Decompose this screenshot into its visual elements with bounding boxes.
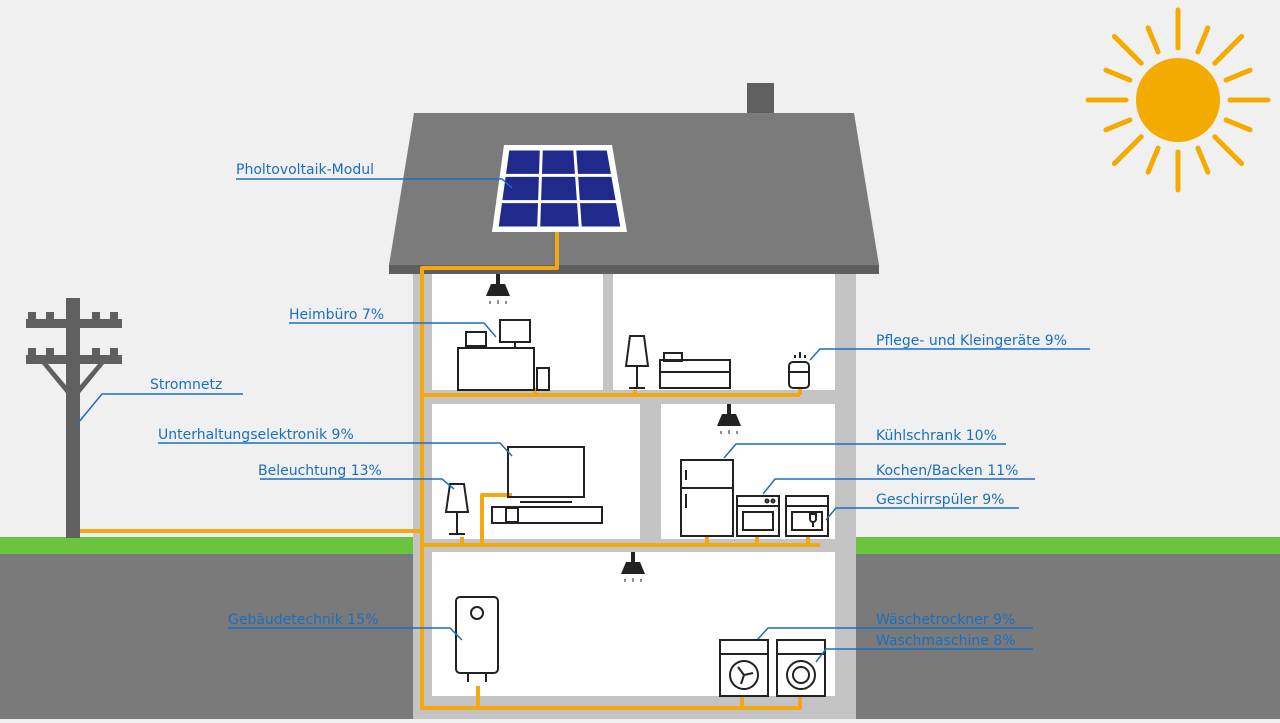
- sun-ray: [1195, 25, 1211, 55]
- room-office: [432, 274, 603, 390]
- pv-cell: [541, 150, 575, 174]
- humidifier-icon: [788, 352, 810, 389]
- sun-ray: [1223, 117, 1253, 133]
- label-cooking: Kochen/Backen 11%: [876, 463, 1018, 479]
- oven-icon: [736, 495, 780, 537]
- labels: Pholtovoltaik-Modul Heimbüro 7% Stromnet…: [150, 162, 1067, 649]
- tv-icon: [491, 446, 603, 524]
- wiring: [80, 232, 820, 710]
- roof-eave: [389, 265, 879, 274]
- ceiling-lamp-icon: [621, 552, 645, 582]
- pv-cell: [498, 203, 539, 227]
- sun-icon: [1085, 7, 1271, 193]
- label-lighting: Beleuchtung 13%: [258, 463, 382, 479]
- sun-ray: [1195, 145, 1211, 175]
- pv-cell: [576, 150, 611, 174]
- dishwasher-icon: [785, 495, 829, 537]
- power-pole-icon: [26, 298, 122, 538]
- table-lamp-icon: [444, 483, 470, 535]
- ceiling-lamp-icon: [717, 404, 741, 434]
- room-living: [432, 404, 640, 539]
- label-washer: Waschmaschine 8%: [876, 633, 1016, 649]
- callout-lines: [77, 178, 1090, 663]
- room-kitchen: [661, 404, 835, 539]
- sun-ray: [1103, 67, 1133, 83]
- solar-panel-icon: [492, 145, 627, 232]
- fridge-icon: [680, 459, 734, 537]
- washing-machine-icon: [776, 639, 826, 697]
- sun-ray: [1223, 67, 1253, 83]
- pv-cell: [580, 203, 621, 227]
- sun-ray: [1212, 33, 1245, 66]
- desk-computer-icon: [457, 319, 550, 391]
- ceiling-lamps: [486, 274, 741, 582]
- sun-ray: [1145, 145, 1161, 175]
- label-dryer: Wäschetrockner 9%: [876, 612, 1015, 628]
- sun-ray: [1111, 134, 1144, 167]
- pv-cell: [541, 176, 577, 201]
- label-pv-module: Pholtovoltaik-Modul: [236, 162, 374, 178]
- roof: [389, 113, 879, 265]
- bed-icon: [659, 352, 731, 389]
- pv-cell: [578, 176, 616, 201]
- label-home-office: Heimbüro 7%: [289, 307, 384, 323]
- label-care-appliances: Pflege- und Kleingeräte 9%: [876, 333, 1067, 349]
- chimney: [747, 83, 774, 115]
- label-dishwasher: Geschirrspüler 9%: [876, 492, 1004, 508]
- sun-ray: [1103, 117, 1133, 133]
- pv-cell: [540, 203, 579, 227]
- sun-ray: [1212, 134, 1245, 167]
- ceiling-lamp-icon: [486, 274, 510, 304]
- sun-ray: [1111, 33, 1144, 66]
- label-power-grid: Stromnetz: [150, 377, 222, 393]
- room-bedroom: [613, 274, 835, 390]
- pv-cell: [502, 176, 539, 201]
- dryer-icon: [719, 639, 769, 697]
- label-fridge: Kühlschrank 10%: [876, 428, 997, 444]
- label-entertainment: Unterhaltungselektronik 9%: [158, 427, 354, 443]
- pv-cell: [506, 150, 540, 174]
- sun-ray: [1145, 25, 1161, 55]
- floor-lamp-icon: [624, 335, 650, 389]
- label-building-tech: Gebäudetechnik 15%: [228, 612, 378, 628]
